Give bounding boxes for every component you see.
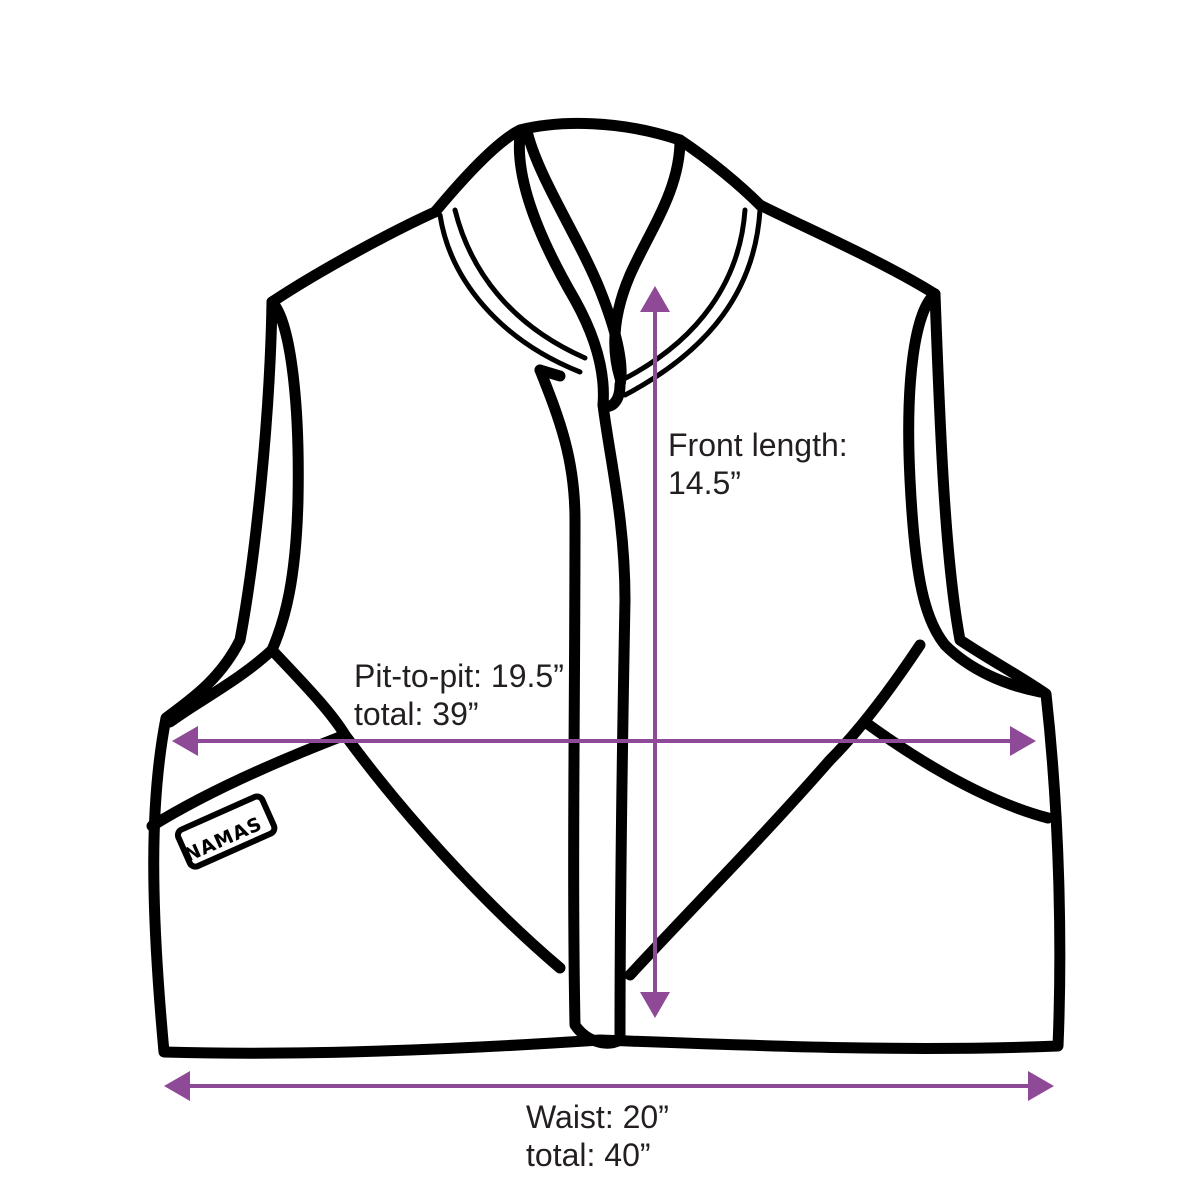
front-length-arrowhead-top: [640, 286, 670, 312]
front-length-label: Front length: 14.5”: [668, 426, 848, 502]
placket-right-edge: [597, 399, 631, 1046]
waist-arrowhead-right: [1028, 1071, 1054, 1101]
armhole-left-outer: [164, 296, 304, 728]
pit-to-pit-label: Pit-to-pit: 19.5” total: 39”: [354, 657, 564, 733]
lapel-left: [513, 129, 627, 412]
seam-left-v: [266, 644, 566, 974]
collar-inner-left: [437, 212, 583, 375]
collar-back: [429, 117, 766, 218]
front-length-value: 14.5”: [668, 465, 741, 501]
armhole-right-outer: [903, 288, 1046, 698]
pit-to-pit-total: total: 39”: [354, 696, 479, 732]
placket-left-edge: [534, 364, 626, 1049]
pocket-left: [146, 729, 351, 832]
pocket-right: [859, 716, 1054, 824]
pit-to-pit-arrowhead-right: [1010, 726, 1036, 756]
lapel-right: [609, 134, 686, 384]
placket-top: [534, 364, 566, 382]
front-length-title: Front length:: [668, 427, 848, 463]
pit-to-pit-arrowhead-left: [172, 726, 198, 756]
waist-value: Waist: 20”: [526, 1099, 669, 1135]
waist-total: total: 40”: [526, 1137, 651, 1173]
pit-to-pit-value: Pit-to-pit: 19.5”: [354, 658, 564, 694]
waist-arrowhead-left: [164, 1071, 190, 1101]
collar-inner-right: [619, 207, 748, 383]
front-length-arrowhead-bottom: [640, 992, 670, 1018]
waist-label: Waist: 20” total: 40”: [526, 1098, 669, 1174]
collar-inner-left-2: [452, 207, 588, 361]
seam-right-v: [624, 639, 926, 981]
brand-tag: [174, 793, 278, 870]
